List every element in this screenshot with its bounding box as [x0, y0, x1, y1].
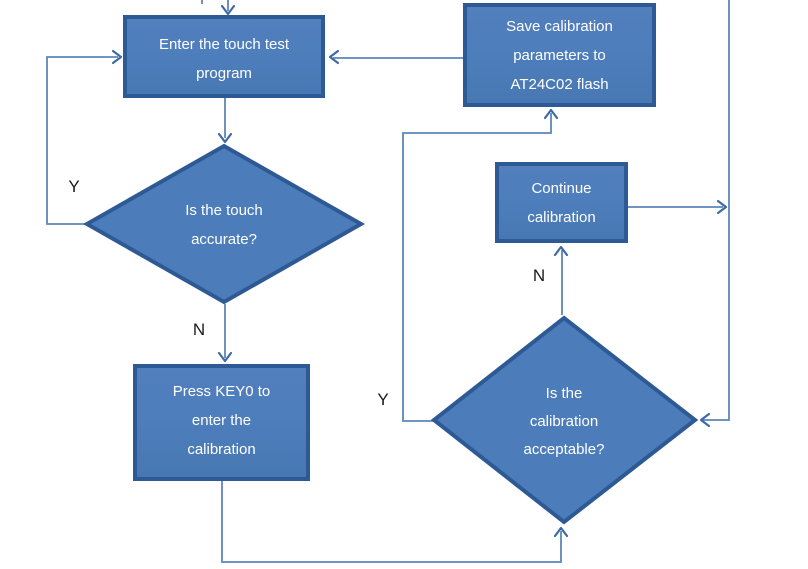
calibration-acceptable-diamond [430, 315, 699, 525]
connector-accept-yes-loop [402, 113, 552, 422]
arrowhead-into-enter-left [111, 49, 123, 65]
save-calibration-line3: AT24C02 flash [510, 76, 609, 93]
connector-right-down [703, 0, 730, 421]
continue-calibration-box: Continue calibration [495, 162, 628, 243]
arrowhead-into-accept-bottom [553, 526, 569, 538]
connector-touch-yes-loop [46, 56, 118, 225]
press-key0-box: Press KEY0 to enter the calibration [133, 364, 310, 481]
enter-touch-test-line1: Enter the touch test [158, 36, 290, 53]
touch-accurate-diamond [82, 143, 366, 305]
arrowhead-into-touch-diamond [217, 132, 233, 144]
continue-calibration-line1: Continue [531, 180, 592, 197]
press-key0-line1: Press KEY0 to [172, 383, 271, 400]
arrowhead-into-enter-right [328, 49, 340, 65]
arrowhead-into-enter-top [220, 4, 236, 16]
label-touch-yes: Y [68, 177, 80, 196]
calibration-acceptable-line2: calibration [529, 413, 599, 430]
arrowhead-into-save-bottom [543, 108, 559, 120]
arrowhead-into-presskey [217, 351, 233, 363]
calibration-acceptable-text: Is the calibration acceptable? [444, 380, 684, 464]
press-key0-line2: enter the [191, 412, 252, 429]
calibration-acceptable-line1: Is the [545, 385, 583, 402]
continue-calibration-line2: calibration [527, 209, 596, 226]
calibration-acceptable-line3: acceptable? [523, 441, 605, 458]
touch-accurate-text: Is the touch accurate? [104, 196, 344, 254]
arrowhead-into-continue [553, 245, 569, 257]
press-key0-line3: calibration [187, 441, 256, 458]
arrowhead-into-right-line [716, 199, 728, 215]
enter-touch-test-box: Enter the touch test program [123, 15, 325, 98]
touch-accurate-line2: accurate? [191, 231, 257, 248]
enter-touch-test-line2: program [196, 65, 252, 82]
touch-accurate-line1: Is the touch [185, 202, 263, 219]
connector-presskey-to-accept [221, 481, 562, 563]
label-touch-no: N [192, 320, 206, 339]
arrowhead-into-accept-right [699, 412, 711, 428]
save-calibration-line2: parameters to [513, 47, 606, 64]
save-calibration-box: Save calibration parameters to AT24C02 f… [463, 3, 656, 107]
save-calibration-line1: Save calibration [506, 18, 613, 35]
label-accept-yes: Y [377, 390, 389, 409]
label-accept-no: N [532, 266, 546, 285]
